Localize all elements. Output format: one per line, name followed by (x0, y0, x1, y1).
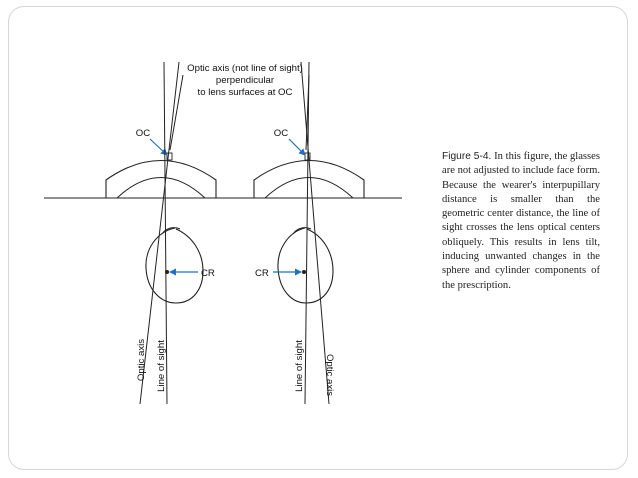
slide-frame (8, 6, 628, 470)
right-center-of-rotation (302, 270, 306, 274)
left-oc-arrow (149, 138, 168, 156)
figure-caption: Figure 5-4. In this figure, the glasses … (442, 150, 600, 293)
right-optic-axis-line (300, 61, 330, 405)
left-lens (105, 159, 217, 199)
left-eye (145, 227, 204, 304)
right-eye (277, 227, 334, 304)
left-optic-axis-line (139, 61, 180, 405)
top-annotation-line-1: Optic axis (not line of sight) (187, 63, 303, 74)
caption-text: In this figure, the glasses are not adju… (442, 151, 601, 291)
right-oc-label: OC (274, 128, 288, 139)
right-oc-arrow (288, 138, 306, 156)
annotation-pointer-left (169, 74, 184, 151)
top-annotation-line-3: to lens surfaces at OC (198, 87, 293, 98)
left-optic-axis-label: Optic axis (136, 339, 147, 381)
right-line-of-sight-label: Line of sight (294, 340, 305, 392)
right-optic-axis-label: Optic axis (324, 354, 335, 396)
right-line-of-sight (304, 61, 310, 405)
figure-label: Figure 5-4. (442, 151, 492, 162)
right-cr-label: CR (255, 268, 269, 279)
left-cr-label: CR (201, 268, 215, 279)
left-line-of-sight (163, 61, 168, 405)
left-line-of-sight-label: Line of sight (156, 340, 167, 392)
left-optical-center-marker (166, 152, 173, 161)
top-annotation-line-2: perpendicular (216, 75, 275, 86)
right-lens (253, 159, 365, 199)
left-oc-label: OC (136, 128, 150, 139)
